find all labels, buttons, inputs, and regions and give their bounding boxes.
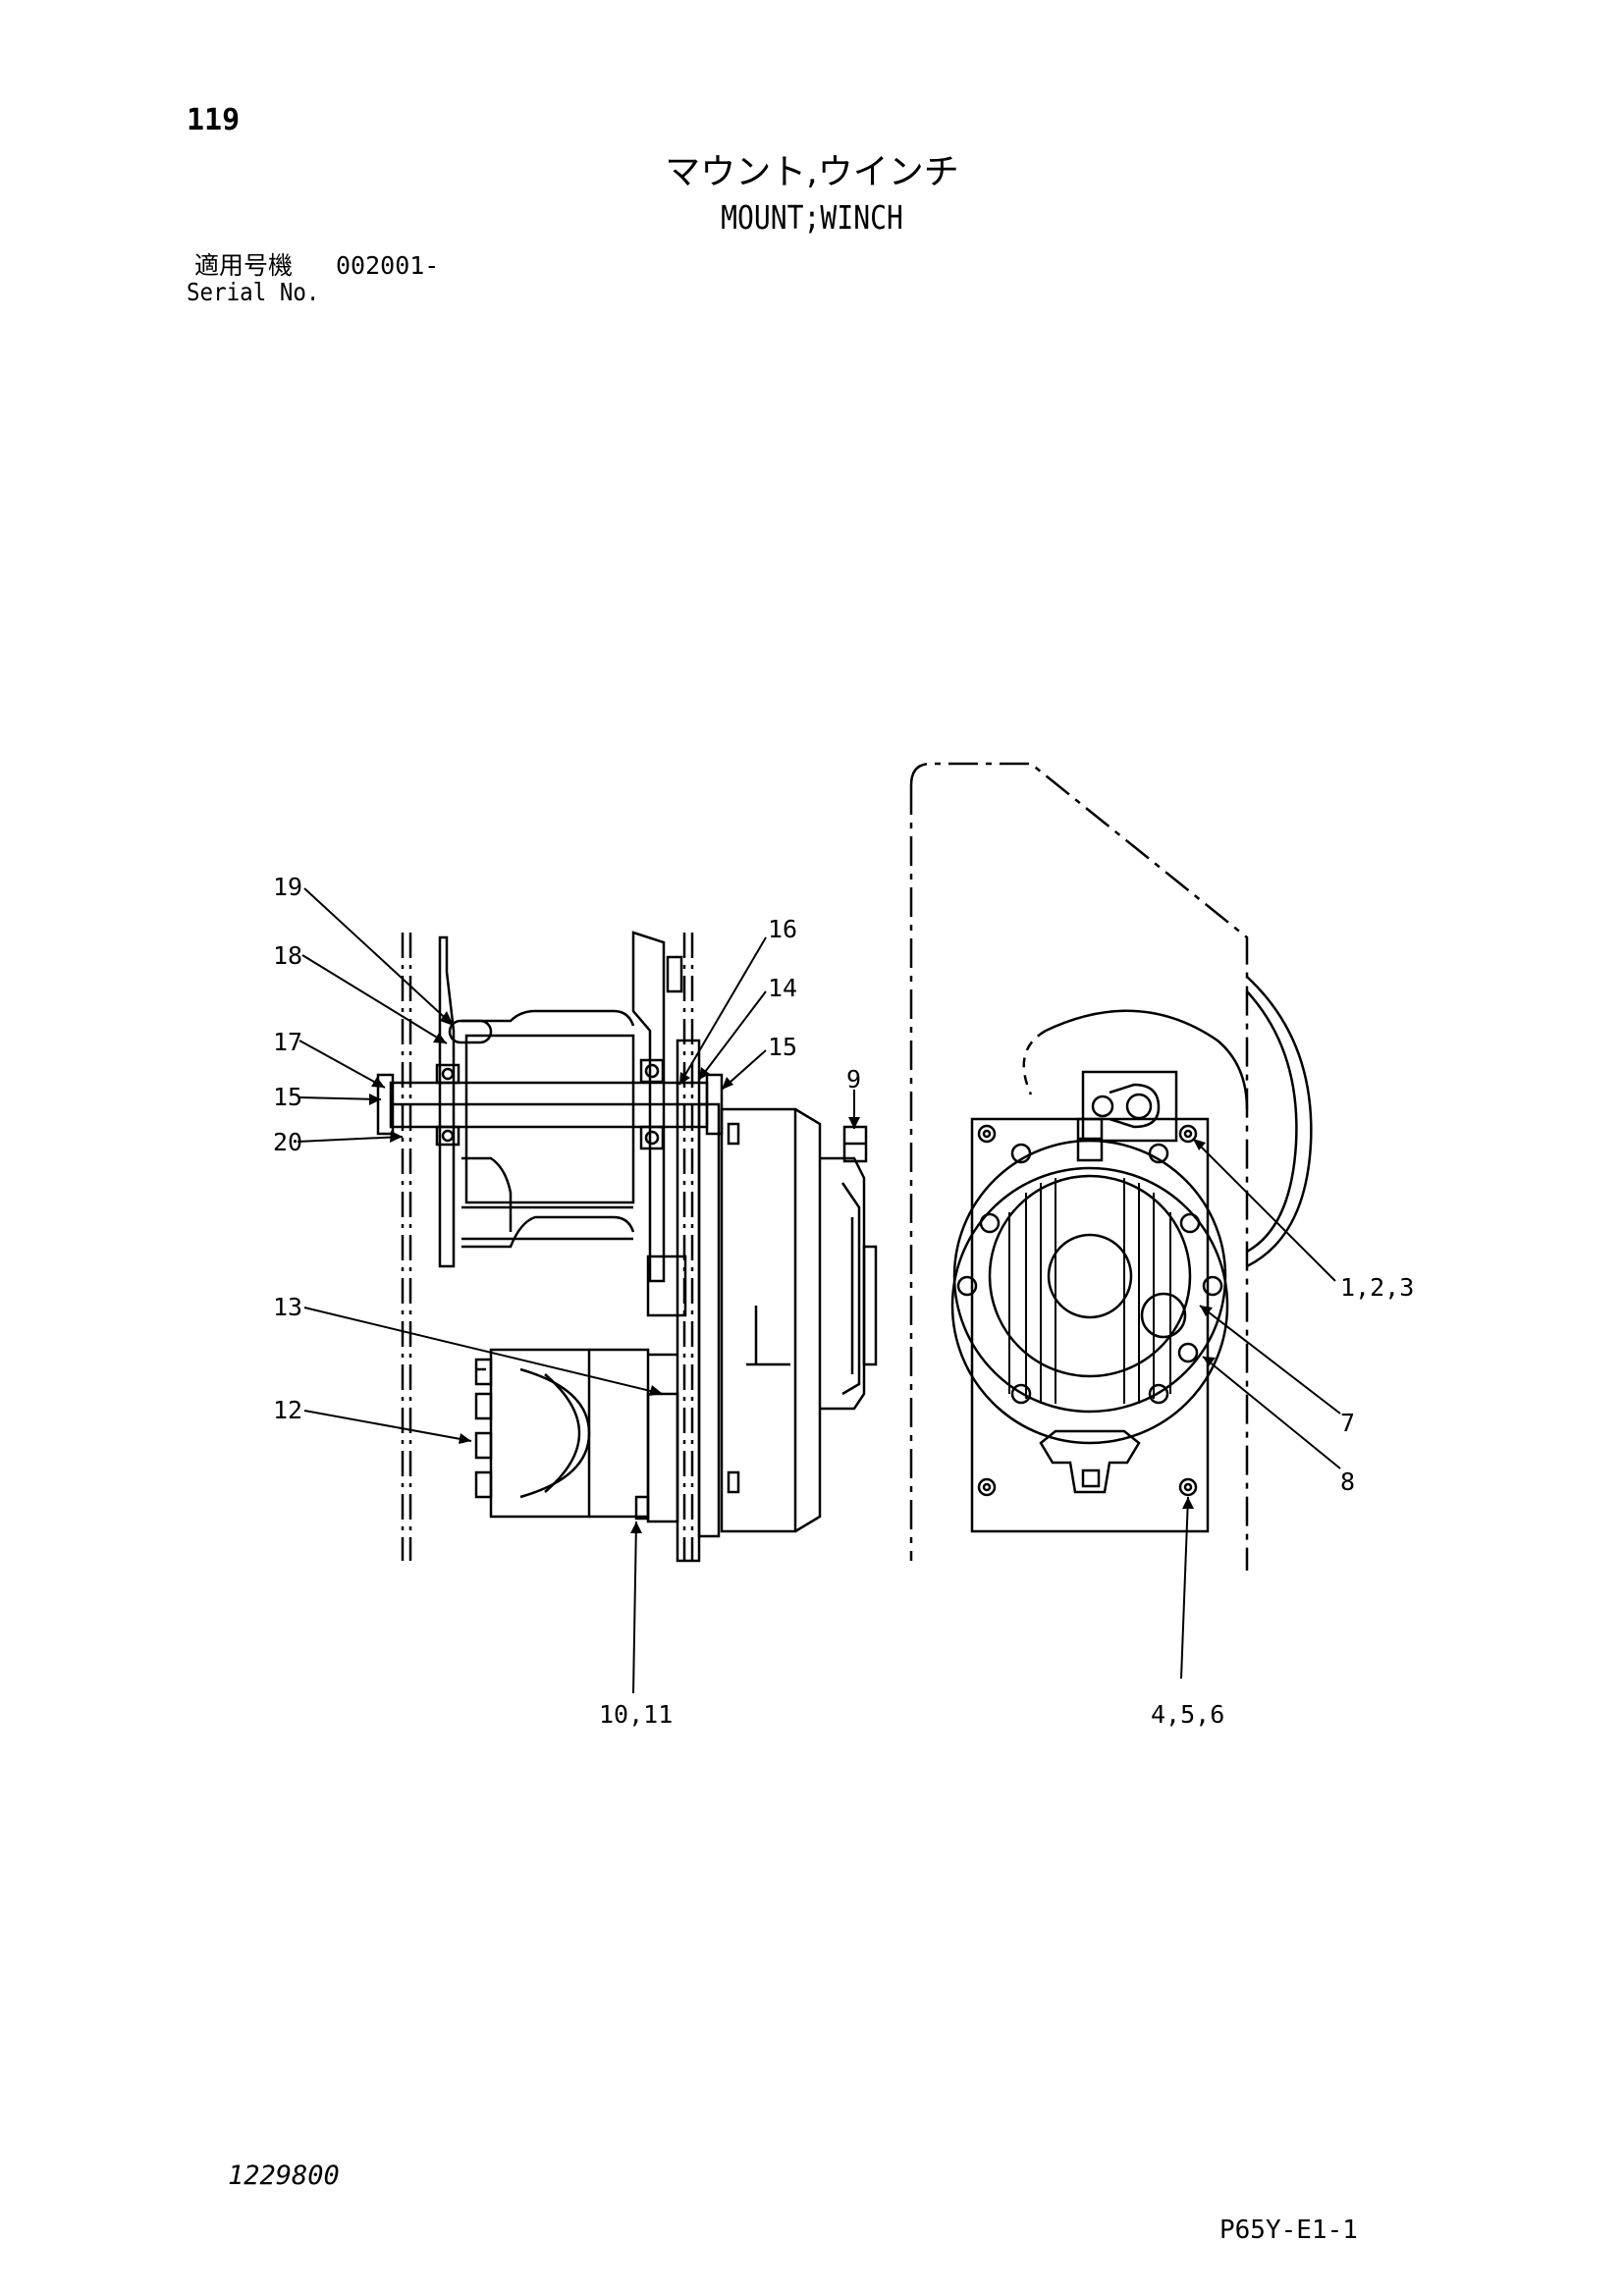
drawing-number: 1229800 <box>228 2161 340 2191</box>
serial-range: 002001- <box>336 251 440 280</box>
callout-10-11: 10,11 <box>599 1700 673 1729</box>
callout-13: 13 <box>273 1293 302 1321</box>
callout-12: 12 <box>273 1396 302 1424</box>
callout-15-right: 15 <box>768 1033 797 1061</box>
callout-7: 7 <box>1340 1409 1355 1437</box>
page-number: 119 <box>187 103 241 137</box>
callout-8: 8 <box>1340 1468 1355 1496</box>
callout-1-2-3: 1,2,3 <box>1340 1273 1414 1302</box>
leader-lines <box>297 887 1341 1694</box>
page-title-english: MOUNT;WINCH <box>721 198 903 237</box>
callout-18: 18 <box>273 941 302 970</box>
callout-16: 16 <box>768 915 797 943</box>
callout-4-5-6: 4,5,6 <box>1151 1700 1224 1729</box>
callout-labels: 19 18 17 15 20 16 14 15 9 13 12 10,11 1,… <box>273 873 1414 1729</box>
callout-15-left: 15 <box>273 1083 302 1111</box>
callout-9: 9 <box>846 1065 861 1094</box>
winch-side-view <box>376 931 878 1563</box>
serial-label-english: Serial No. <box>187 278 320 306</box>
serial-label-japanese: 適用号機 <box>194 251 294 280</box>
callout-20: 20 <box>273 1128 302 1156</box>
callout-14: 14 <box>768 974 797 1002</box>
page-title-japanese: マウント,ウインチ <box>665 152 959 192</box>
callout-17: 17 <box>273 1028 302 1056</box>
page-code: P65Y-E1-1 <box>1219 2216 1358 2245</box>
winch-end-view <box>909 762 1313 1571</box>
callout-19: 19 <box>273 873 302 901</box>
